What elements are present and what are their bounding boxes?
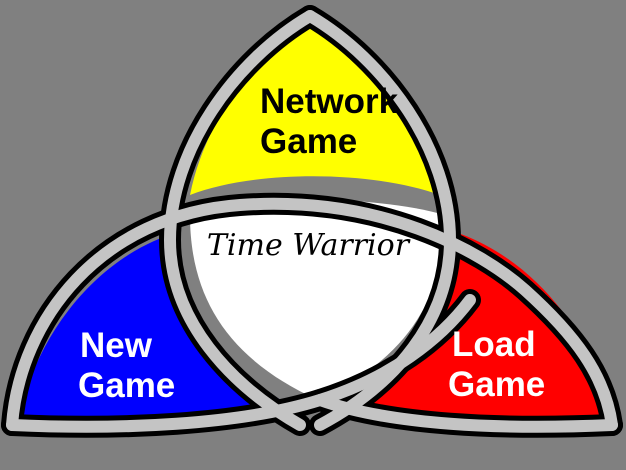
new-game-label-line1[interactable]: New	[80, 326, 153, 365]
network-game-label-line1[interactable]: Network	[260, 82, 399, 121]
new-game-label-line2[interactable]: Game	[78, 366, 175, 405]
network-game-region[interactable]	[190, 22, 440, 195]
game-title: Time Warrior	[207, 228, 411, 263]
ring-bands	[6, 10, 618, 433]
load-game-region[interactable]	[345, 232, 612, 421]
load-game-label-line2[interactable]: Game	[448, 365, 545, 404]
network-game-label-line2[interactable]: Game	[260, 122, 357, 161]
center-title-region	[190, 200, 445, 400]
load-game-label-line1[interactable]: Load	[452, 325, 536, 364]
